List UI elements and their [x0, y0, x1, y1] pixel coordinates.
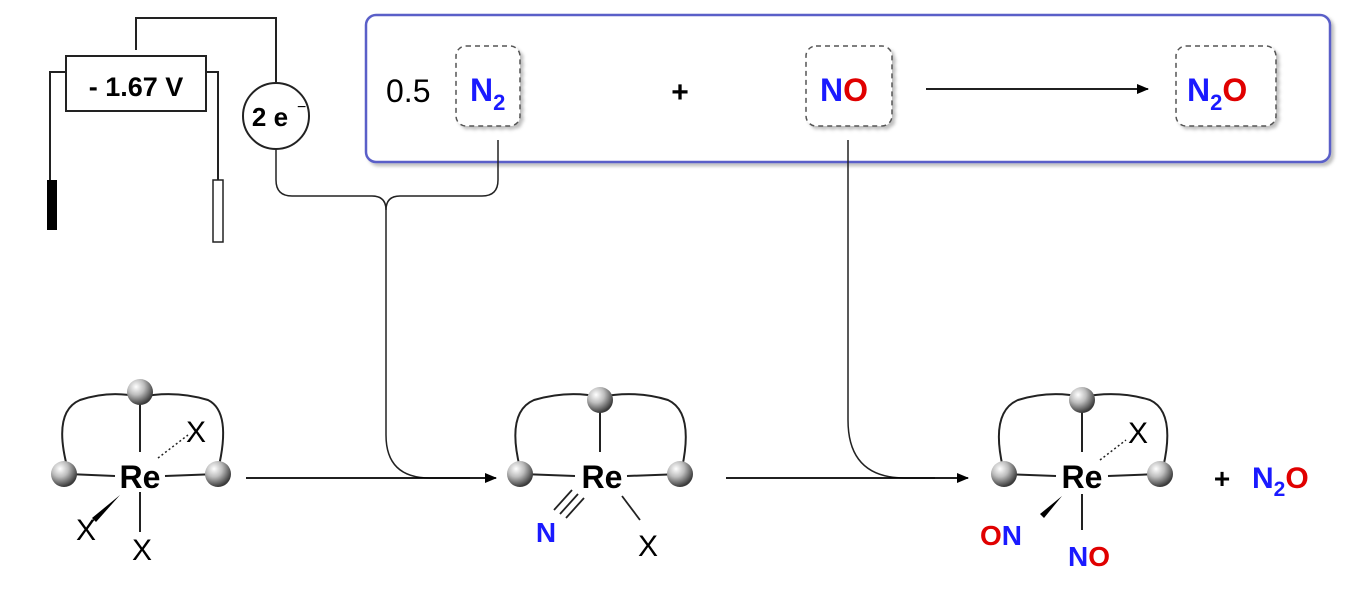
byproduct-plus: +: [1214, 463, 1230, 494]
complex-1: Re X X X: [51, 379, 231, 567]
donor-ball: [587, 387, 613, 413]
ligand-x: X: [1128, 417, 1148, 450]
nitride-n: N: [536, 517, 556, 548]
metal-label: Re: [582, 459, 623, 495]
donor-ball: [1147, 461, 1173, 487]
ligand-x: X: [638, 530, 658, 563]
electrode-white: [212, 179, 224, 243]
nitrosyl-on: ON: [980, 520, 1022, 551]
cell-wire-top: [135, 17, 277, 82]
donor-ball: [127, 379, 153, 405]
donor-ball: [991, 461, 1017, 487]
metal-label: Re: [1062, 459, 1103, 495]
n2-box: [455, 45, 521, 127]
coefficient: 0.5: [386, 73, 430, 109]
no-connector: [847, 140, 935, 479]
electrode-black: [47, 180, 57, 230]
merge-curve: [385, 210, 470, 479]
byproduct: + N2O: [1214, 462, 1309, 501]
n2-formula: N2: [470, 72, 505, 115]
voltage-box: [65, 55, 207, 112]
complex-3: Re X ON NO: [980, 387, 1173, 572]
n2o-formula: N2O: [1187, 72, 1247, 115]
ligand-x: X: [132, 534, 152, 567]
power-supply: - 1.67 V 2 e −: [47, 17, 387, 243]
ligand-x: X: [186, 416, 206, 449]
electron-label: 2 e: [252, 102, 288, 132]
voltage-label: - 1.67 V: [89, 72, 184, 102]
cell-wire-right: [206, 71, 219, 180]
donor-ball: [205, 461, 231, 487]
no-box: [805, 45, 893, 127]
donor-ball: [1069, 387, 1095, 413]
metal-label: Re: [120, 459, 161, 495]
no-formula: NO: [820, 72, 868, 108]
byproduct-n2o: N2O: [1252, 462, 1309, 501]
nitrosyl-no: NO: [1068, 541, 1110, 572]
complex-2: Re N X: [507, 387, 693, 563]
plus-sign: +: [671, 76, 689, 109]
donor-ball: [51, 461, 77, 487]
n2o-box: [1175, 45, 1277, 127]
electron-charge: −: [297, 99, 306, 116]
electron-wire: [275, 149, 387, 211]
donor-ball: [667, 461, 693, 487]
equation-panel: 0.5 N2 + NO N2O: [364, 13, 1332, 164]
n2-connector: [385, 140, 499, 211]
cell-wire-left: [49, 71, 66, 180]
donor-ball: [507, 461, 533, 487]
ligand-x: X: [76, 514, 96, 547]
